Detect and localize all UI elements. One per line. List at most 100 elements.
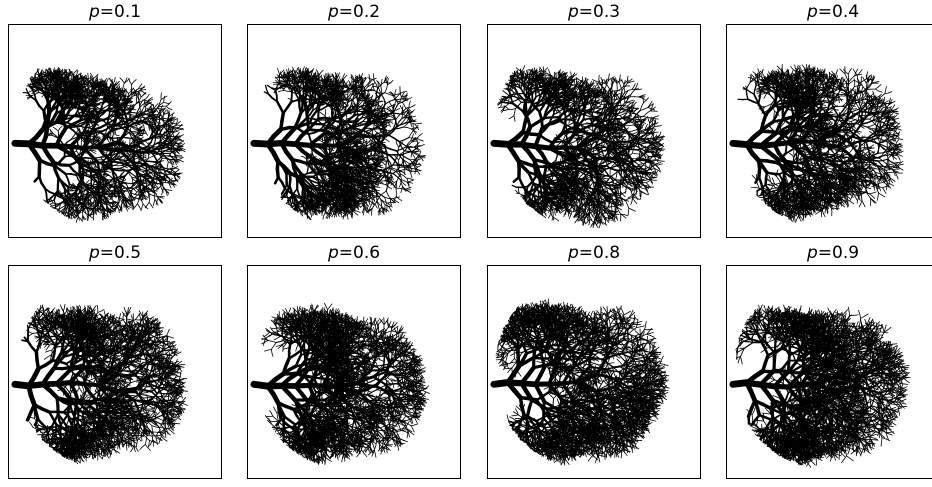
network-edge	[68, 179, 70, 184]
network-edge	[114, 165, 118, 166]
network-edge	[75, 203, 76, 206]
network-edge	[121, 116, 123, 122]
network-edge	[76, 175, 78, 179]
network-edge	[140, 94, 141, 97]
network-edge	[109, 111, 110, 118]
network-edge	[128, 91, 131, 93]
network-edge	[96, 107, 99, 108]
network-edge	[141, 95, 143, 97]
network-edge	[109, 175, 113, 178]
network-edge	[92, 92, 96, 93]
network-edge	[150, 99, 153, 100]
network-edge	[94, 166, 95, 168]
network-edge	[134, 131, 138, 132]
network-edge	[107, 79, 108, 81]
network-edge	[108, 171, 111, 172]
network-edge	[50, 206, 53, 207]
network-edge	[93, 150, 96, 151]
network-edge	[108, 140, 110, 143]
network-edge	[111, 161, 119, 162]
network-edge	[36, 74, 39, 75]
network-edge	[142, 107, 144, 110]
network-edge	[140, 102, 142, 105]
network-edge	[36, 100, 39, 106]
network-edge	[88, 218, 89, 221]
network-edge	[46, 201, 50, 202]
network-edge	[85, 207, 86, 210]
network-edge	[60, 128, 65, 136]
network-edge	[66, 88, 67, 93]
network-edge	[41, 183, 45, 189]
network-edge	[75, 217, 77, 218]
network-edge	[135, 158, 138, 159]
network-edge	[120, 179, 122, 180]
network-edge	[48, 100, 49, 106]
network-edge	[100, 139, 102, 140]
network-edge	[92, 93, 93, 98]
network-edge	[130, 173, 135, 176]
network-edge	[53, 127, 56, 129]
network-edge	[91, 217, 94, 219]
network-edge	[44, 111, 45, 119]
network-edge	[62, 206, 65, 208]
network-edge	[67, 140, 71, 142]
network-edge	[134, 190, 137, 193]
network-frame	[8, 24, 222, 238]
label-variable: p	[89, 2, 100, 22]
network-edge	[50, 200, 54, 201]
network-edge	[71, 174, 76, 175]
network-edge	[77, 217, 78, 220]
network-edge	[96, 157, 101, 158]
network-edge	[42, 95, 44, 97]
network-edge	[93, 152, 96, 153]
network-edge	[92, 131, 100, 132]
network-edge	[119, 168, 123, 169]
network-edge	[87, 180, 89, 182]
network-edge	[60, 157, 65, 162]
network-edge	[38, 72, 39, 75]
network-edge	[100, 124, 107, 128]
network-edge	[86, 158, 91, 159]
network-edge	[129, 174, 131, 177]
network-edge	[119, 118, 120, 120]
network-edge	[76, 104, 77, 107]
network-edge	[131, 115, 134, 116]
panel-label: p=0.1	[8, 2, 222, 22]
network-edge	[55, 170, 58, 177]
network-edge	[110, 117, 112, 119]
network-edge	[105, 216, 107, 219]
branching-network	[9, 25, 220, 236]
network-edge	[117, 81, 120, 83]
network-edge	[35, 95, 36, 100]
network-edge	[104, 106, 108, 108]
label-value: 0.1	[114, 2, 141, 22]
network-edge	[84, 218, 86, 220]
network-edge	[117, 87, 118, 90]
network-edge	[54, 195, 55, 200]
network-edge	[54, 84, 55, 88]
network-edge	[97, 137, 100, 138]
network-edge	[146, 132, 148, 135]
network-edge	[73, 72, 75, 74]
network-edge	[65, 99, 66, 106]
network-edge	[141, 169, 145, 170]
network-edge	[148, 156, 152, 158]
network-edge	[76, 219, 77, 222]
network-edge	[60, 170, 65, 174]
network-edge	[139, 170, 143, 171]
network-edge	[60, 126, 62, 128]
network-edge	[75, 70, 77, 72]
network-edge	[110, 205, 111, 207]
network-edge	[73, 134, 75, 137]
network-edge	[147, 94, 149, 97]
network-edge	[143, 172, 146, 174]
network-edge	[105, 176, 107, 177]
network-edge	[94, 88, 95, 92]
network-edge	[76, 151, 78, 153]
network-edge	[139, 97, 141, 101]
network-edge	[35, 176, 40, 181]
network-edge	[115, 94, 119, 95]
network-edge	[52, 135, 55, 136]
network-edge	[77, 71, 78, 74]
network-edge	[50, 203, 53, 204]
